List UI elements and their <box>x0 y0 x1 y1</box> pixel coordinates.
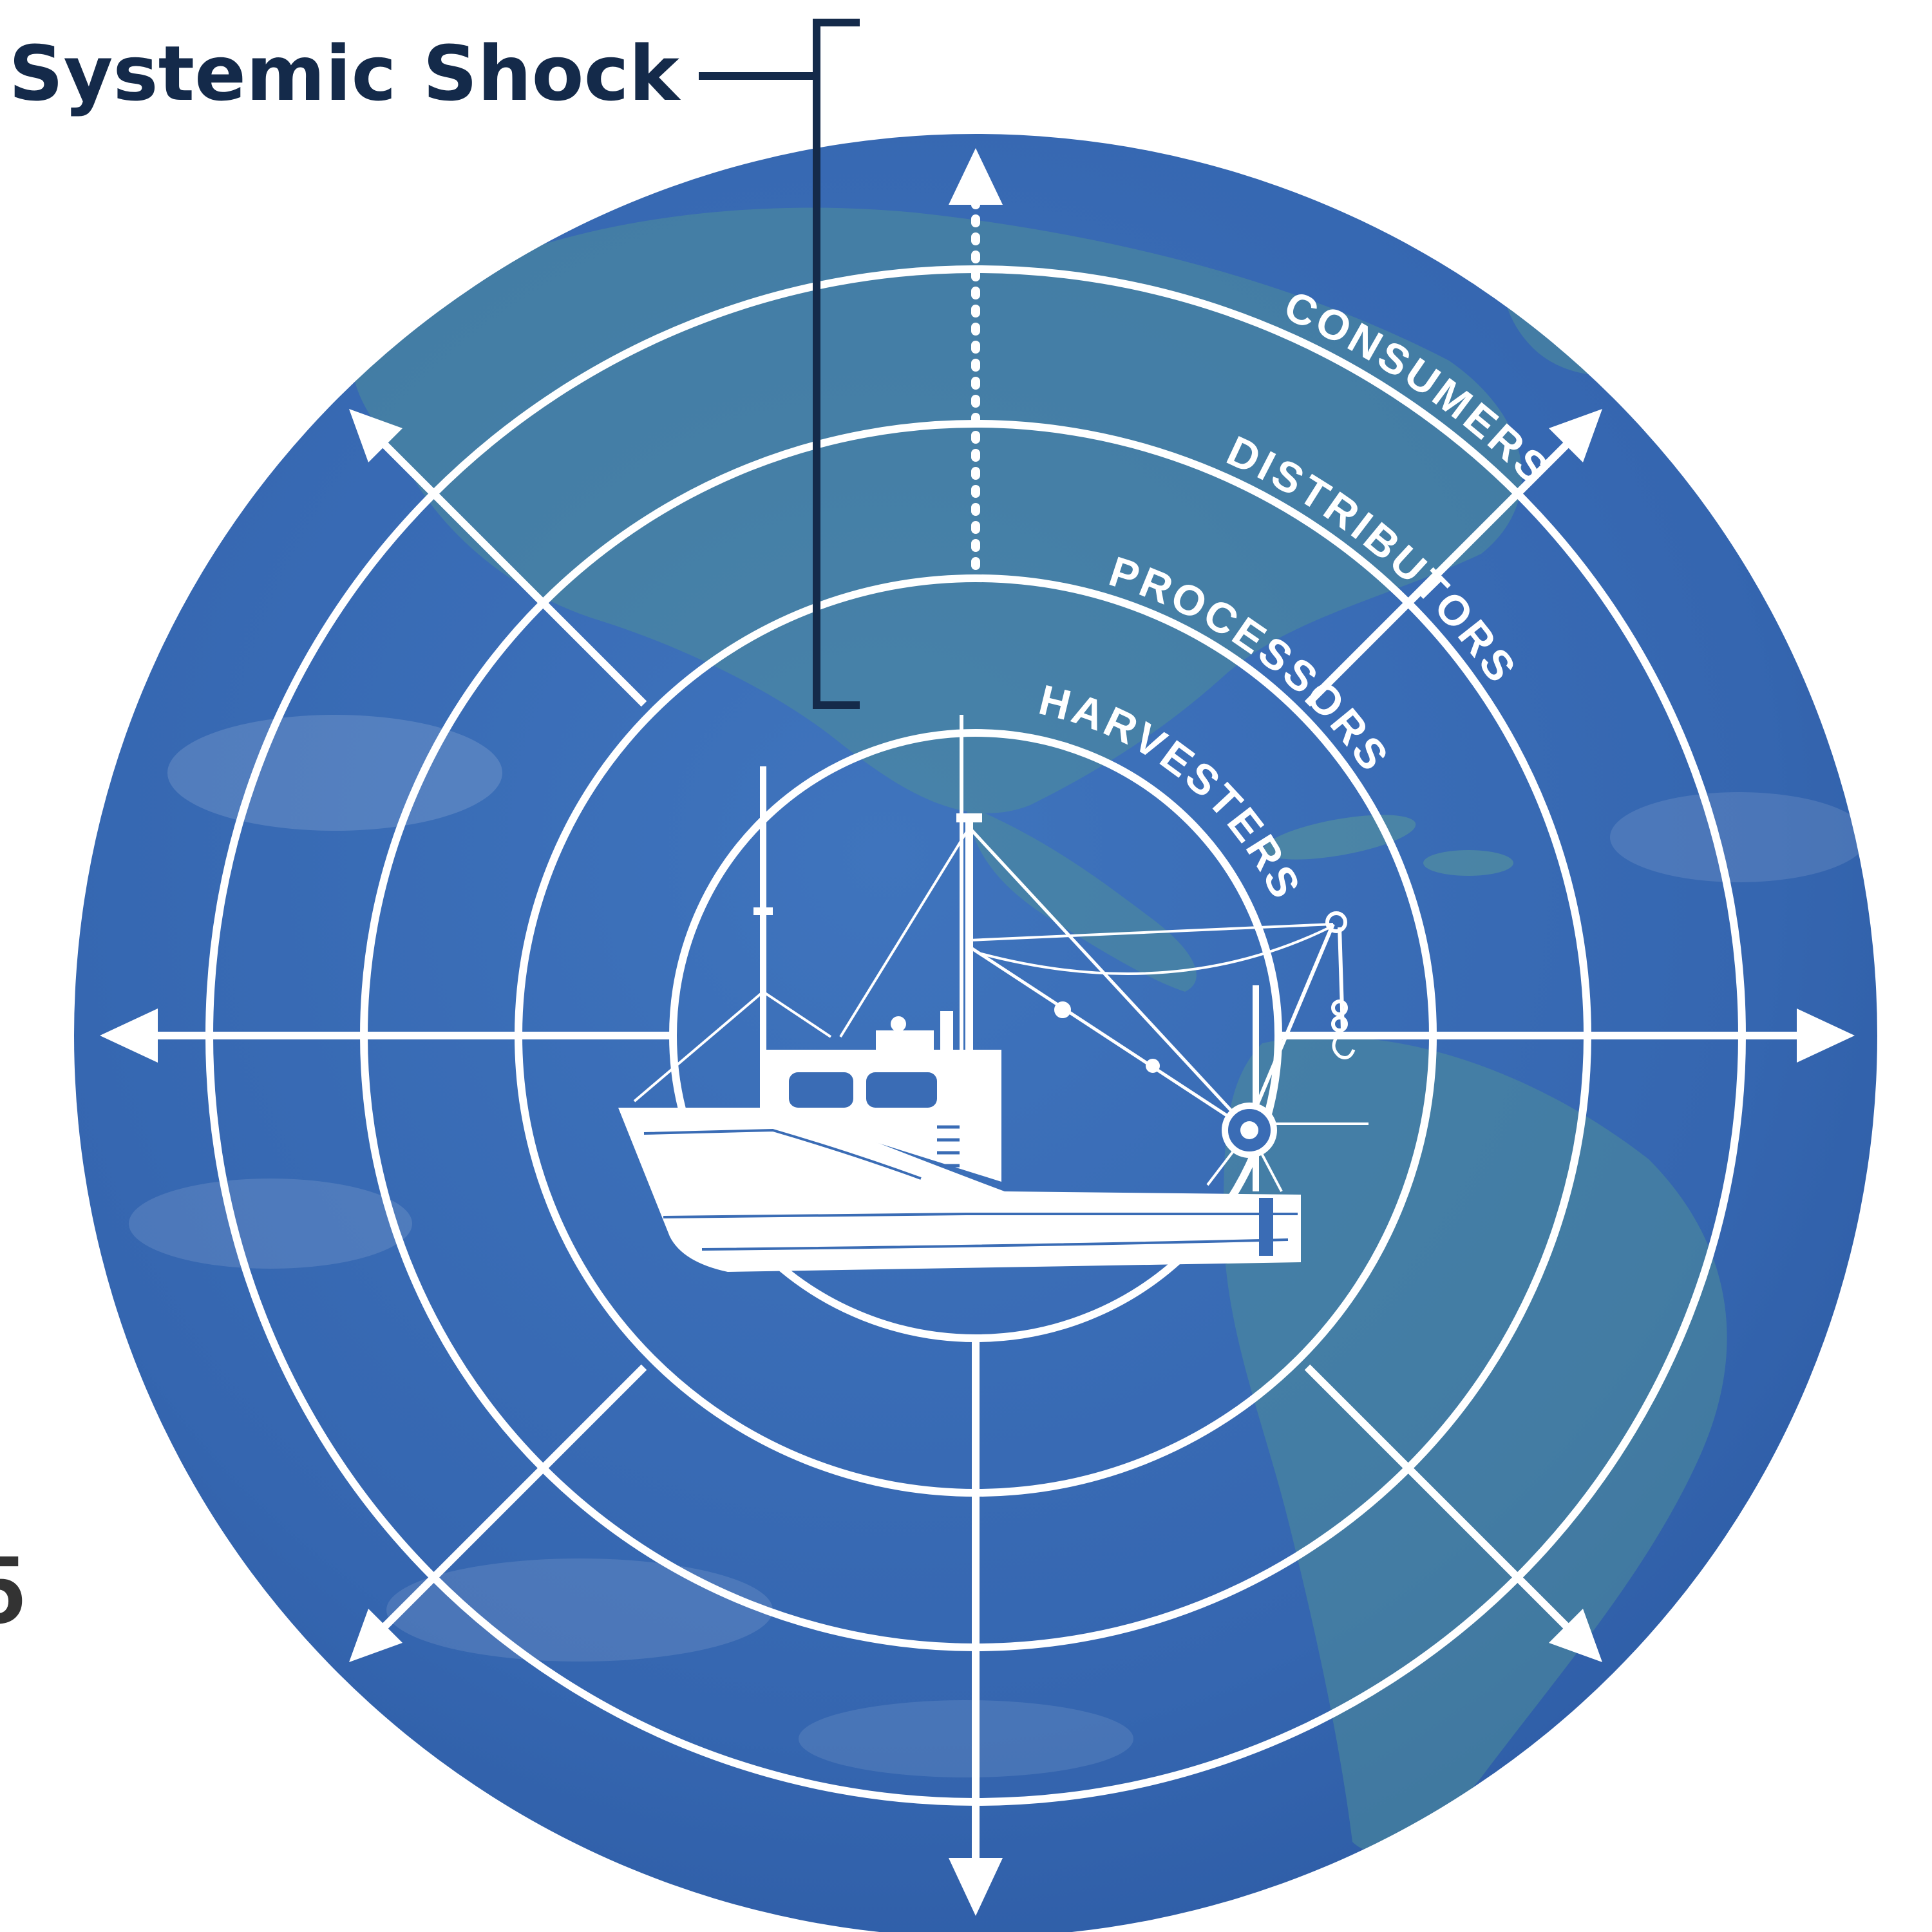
arrow-right-head <box>1797 1009 1855 1063</box>
systemic-shock-bracket <box>699 19 860 709</box>
arrow-down-head <box>949 1858 1003 1916</box>
title-systemic-shock: Systemic Shock <box>9 29 681 118</box>
arrow-down-right-head <box>1549 1609 1602 1662</box>
arrow-up-right-head <box>1549 409 1602 462</box>
arrow-down-left-head <box>349 1609 402 1662</box>
arrow-left-head <box>100 1009 158 1063</box>
arrow-up-head <box>949 148 1003 205</box>
edge-text-fragment: 5 <box>0 1535 24 1643</box>
fishing-boat-icon <box>618 715 1368 1272</box>
arrow-up-left-head <box>349 409 402 462</box>
radial-arrows <box>100 148 1855 1916</box>
